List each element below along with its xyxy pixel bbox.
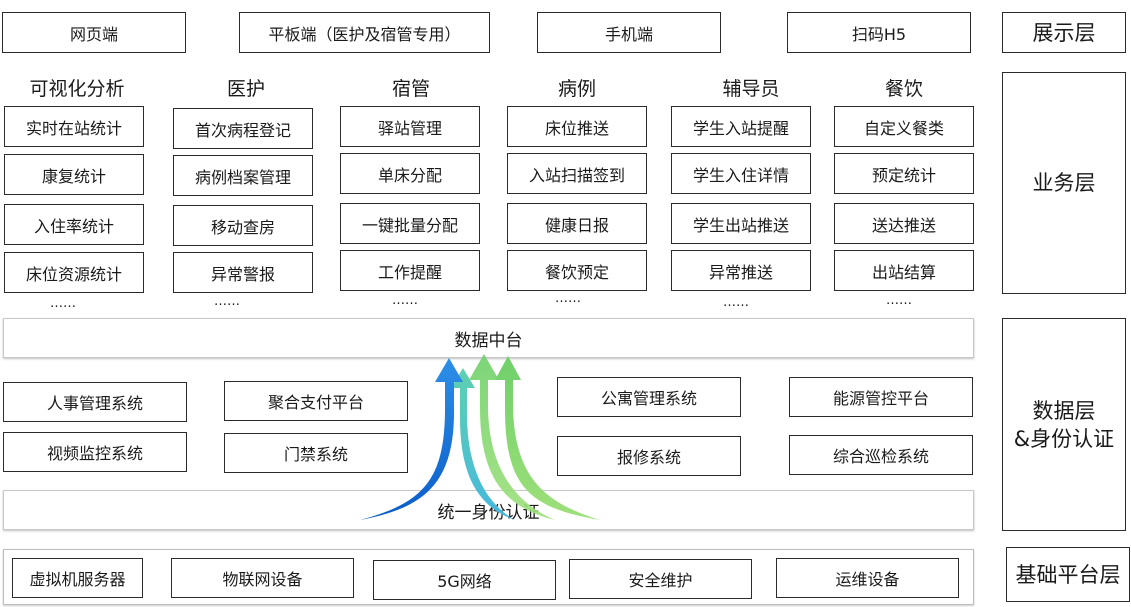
- display-h5: 扫码H5: [787, 12, 971, 53]
- layer-data-line2: &身份认证: [1013, 426, 1115, 451]
- item-medical-3: 移动查房: [173, 205, 313, 246]
- item-medical-1: 首次病程登记: [173, 108, 313, 149]
- layer-base: 基础平台层: [1006, 547, 1130, 602]
- layer-data: 数据层 &身份认证: [1002, 318, 1126, 531]
- item-case-3: 健康日报: [507, 203, 647, 244]
- item-catering-2: 预定统计: [834, 153, 974, 194]
- col-title-visual: 可视化分析: [29, 78, 125, 100]
- infra-iot-device: 物联网设备: [171, 558, 354, 598]
- system-access: 门禁系统: [224, 433, 408, 473]
- item-catering-3: 送达推送: [834, 203, 974, 244]
- ellipsis-medical: ……: [214, 294, 240, 309]
- ellipsis-catering: ……: [886, 293, 912, 308]
- item-counselor-1: 学生入站提醒: [671, 106, 811, 147]
- item-visual-4: 床位资源统计: [4, 252, 144, 293]
- item-case-1: 床位推送: [507, 106, 647, 147]
- layer-business: 业务层: [1002, 72, 1126, 294]
- system-patrol: 综合巡检系统: [789, 435, 973, 475]
- ellipsis-counselor: ……: [723, 295, 749, 310]
- arrow-cyan: [451, 368, 515, 520]
- item-visual-2: 康复统计: [4, 154, 144, 195]
- item-catering-1: 自定义餐类: [834, 106, 974, 147]
- layer-data-line1: 数据层: [1032, 398, 1096, 423]
- data-center-band: 数据中台: [3, 318, 974, 358]
- display-tablet: 平板端（医护及宿管专用）: [239, 12, 490, 53]
- item-dorm-4: 工作提醒: [340, 250, 480, 291]
- layer-display: 展示层: [1002, 12, 1126, 53]
- arrow-green-right: [495, 356, 600, 520]
- infra-vm-server: 虚拟机服务器: [12, 558, 143, 598]
- col-title-catering: 餐饮: [884, 78, 923, 100]
- col-title-case: 病例: [557, 78, 596, 100]
- item-dorm-1: 驿站管理: [340, 106, 480, 147]
- infra-security: 安全维护: [569, 559, 752, 599]
- col-title-dorm: 宿管: [391, 78, 430, 100]
- item-visual-3: 入住率统计: [4, 204, 144, 245]
- arrow-blue-left: [360, 358, 463, 520]
- item-dorm-3: 一键批量分配: [340, 203, 480, 244]
- ellipsis-dorm: ……: [392, 293, 418, 308]
- item-visual-1: 实时在站统计: [4, 106, 144, 147]
- item-medical-4: 异常警报: [173, 252, 313, 293]
- display-mobile: 手机端: [537, 12, 721, 53]
- ellipsis-case: ……: [555, 291, 581, 306]
- system-repair: 报修系统: [557, 436, 741, 476]
- item-counselor-4: 异常推送: [671, 250, 811, 291]
- col-title-medical: 医护: [226, 78, 265, 100]
- infra-5g-network: 5G网络: [373, 560, 556, 600]
- infra-ops-device: 运维设备: [776, 558, 959, 598]
- item-catering-4: 出站结算: [834, 250, 974, 291]
- item-dorm-2: 单床分配: [340, 153, 480, 194]
- item-counselor-3: 学生出站推送: [671, 203, 811, 244]
- system-video: 视频监控系统: [3, 432, 187, 472]
- display-web: 网页端: [2, 12, 186, 53]
- item-medical-2: 病例档案管理: [173, 155, 313, 196]
- system-energy: 能源管控平台: [789, 377, 973, 417]
- upward-arrows-graphic: [360, 354, 600, 520]
- item-case-2: 入站扫描签到: [507, 153, 647, 194]
- system-apartment: 公寓管理系统: [557, 377, 741, 417]
- item-case-4: 餐饮预定: [507, 250, 647, 291]
- system-hr: 人事管理系统: [3, 382, 187, 422]
- col-title-counselor: 辅导员: [722, 78, 780, 100]
- ellipsis-visual: ……: [50, 296, 76, 311]
- system-payment: 聚合支付平台: [224, 381, 408, 421]
- item-counselor-2: 学生入住详情: [671, 153, 811, 194]
- arrow-green-middle: [469, 354, 555, 520]
